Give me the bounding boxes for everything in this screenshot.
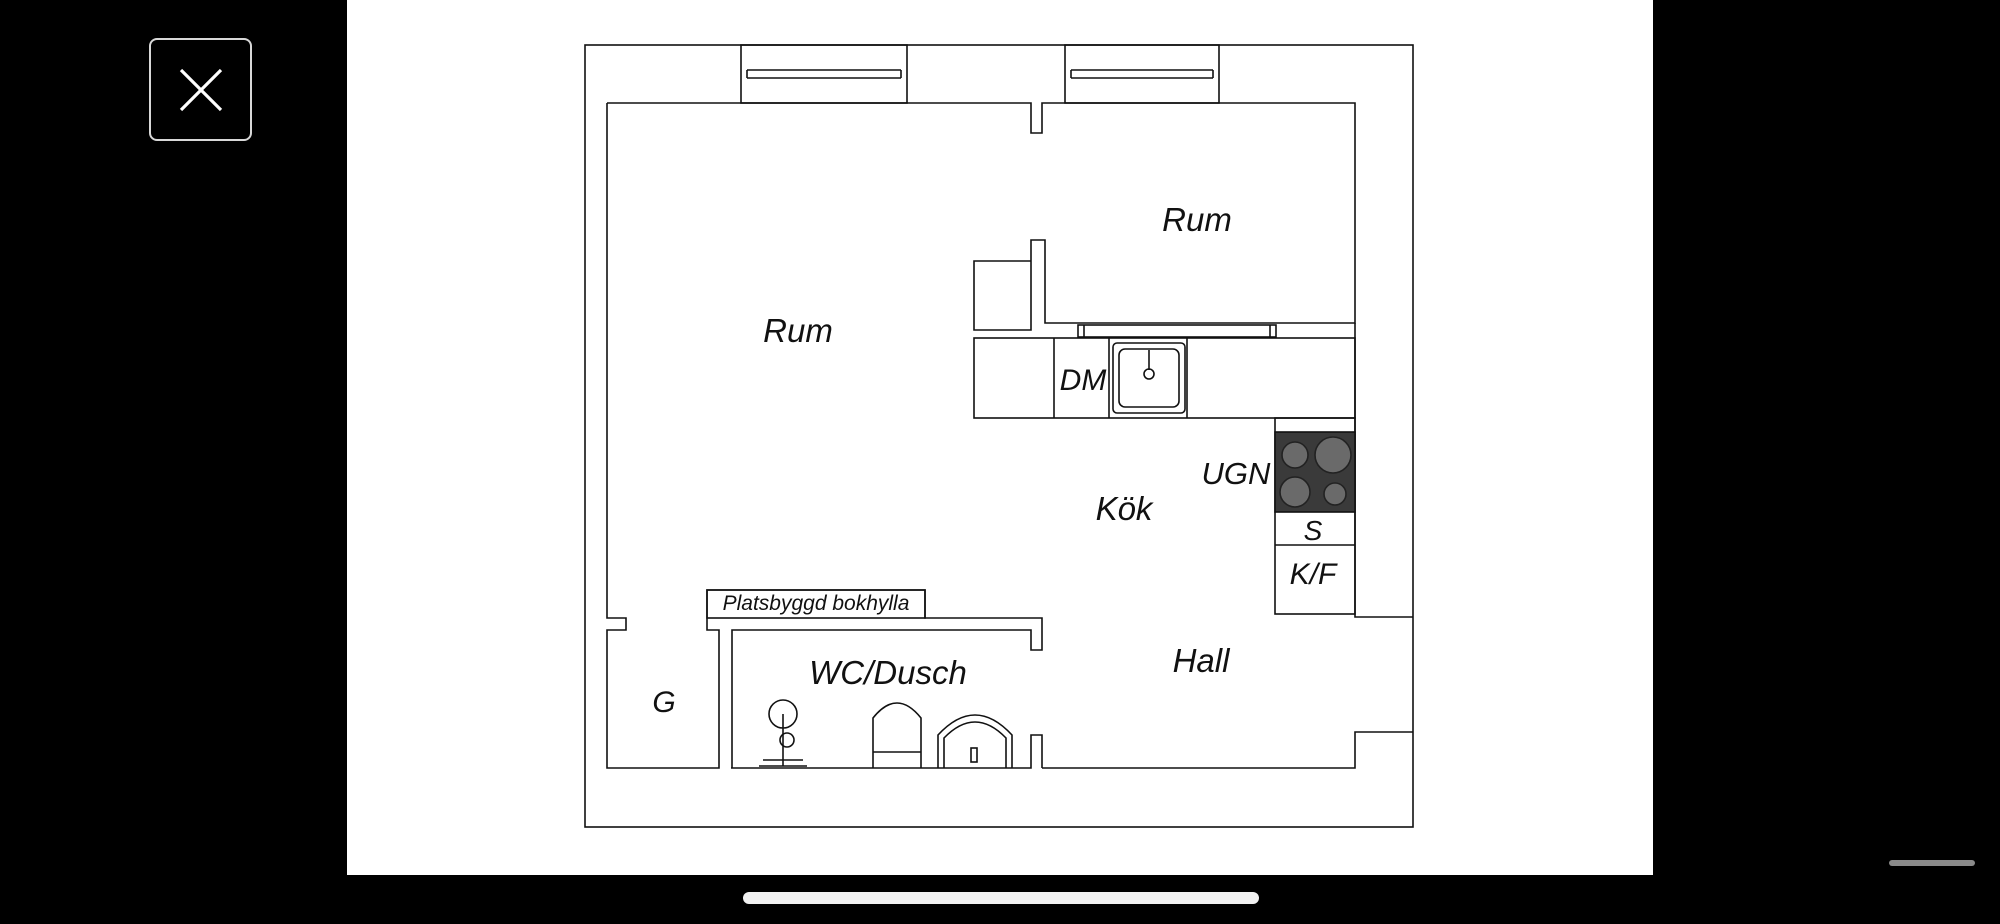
drag-handle[interactable] [1889,860,1975,866]
close-button[interactable] [149,38,252,141]
appliance-column [1274,417,1356,615]
room-label-closet: G [652,686,675,719]
room-label-kitchen: Kök [1096,490,1154,527]
kitchen-counter [973,337,1356,419]
room-label-bedroom: Rum [1162,201,1232,238]
outer-wall [584,44,1414,828]
label-oven: UGN [1202,456,1272,491]
room-label-bathroom: WC/Dusch [809,654,967,691]
window [740,44,908,104]
bookshelf [706,589,926,619]
label-cabinet: S [1304,515,1323,546]
washbasin [937,714,1013,768]
toilet [872,702,922,768]
label-bookshelf: Platsbyggd bokhylla [723,592,910,615]
label-fridge-freezer: K/F [1290,558,1338,591]
label-dishwasher: DM [1060,364,1107,397]
image-viewer[interactable]: Rum Rum Kök Hall WC/Dusch G DM UGN S K/F… [347,0,1653,875]
floor-plan: Rum Rum Kök Hall WC/Dusch G DM UGN S K/F… [584,44,1414,828]
window [1064,44,1220,104]
room-label-hall: Hall [1173,642,1232,679]
home-indicator[interactable] [743,892,1259,904]
room-label-living: Rum [763,312,833,349]
close-icon [179,68,222,111]
